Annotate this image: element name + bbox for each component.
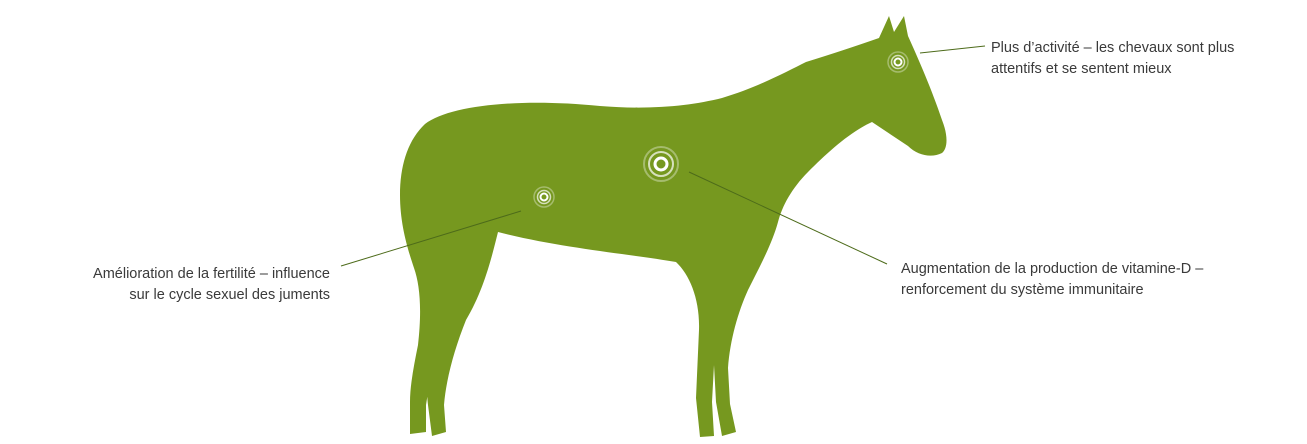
callout-vitamin: Augmentation de la production de vitamin…: [901, 259, 1203, 301]
callout-fertility-line1: Amélioration de la fertilité – influence: [93, 266, 330, 282]
horse-silhouette: [400, 16, 947, 437]
target-marker-flank: [533, 186, 555, 208]
callout-vitamin-line1: Augmentation de la production de vitamin…: [901, 261, 1204, 277]
callout-activity-line2: attentifs et se sentent mieux: [991, 61, 1172, 77]
callout-vitamin-line2: renforcement du système immunitaire: [901, 282, 1144, 298]
callout-fertility-line2: sur le cycle sexuel des juments: [129, 287, 330, 303]
callout-fertility: Amélioration de la fertilité – influence…: [93, 264, 330, 306]
target-marker-body: [643, 146, 679, 182]
target-marker-head: [887, 51, 909, 73]
callout-activity: Plus d’activité – les chevaux sont plus …: [991, 38, 1234, 80]
leader-line-activity: [919, 45, 986, 54]
callout-activity-line1: Plus d’activité – les chevaux sont plus: [991, 40, 1235, 56]
leader-line-fertility: [340, 210, 522, 267]
leader-line-vitamin: [688, 171, 888, 265]
